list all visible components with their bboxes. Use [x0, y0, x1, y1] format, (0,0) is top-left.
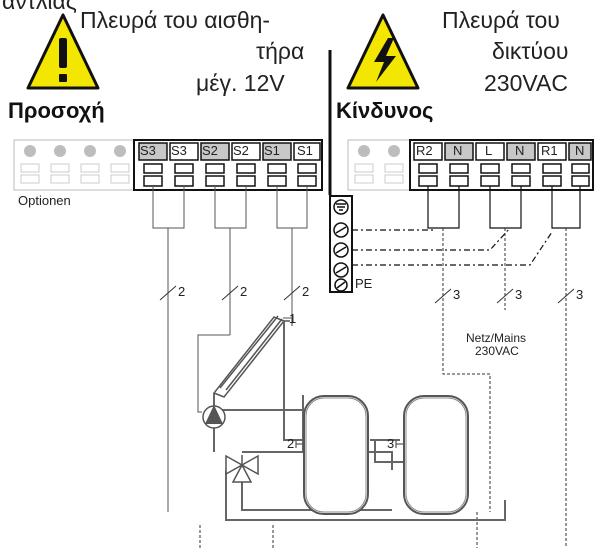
terminal-label-s3-a: S3	[140, 143, 156, 158]
caution-warning-icon	[26, 13, 100, 90]
top-cut-label: αντλίας	[2, 0, 77, 14]
caution-label: Προσοχή	[8, 98, 105, 123]
sensor-marker-lines	[291, 318, 403, 448]
pump-icon	[202, 405, 226, 429]
terminal-label-n-b: N	[515, 143, 525, 158]
wire-count-6: 3	[576, 287, 584, 302]
danger-label: Κίνδυνος	[336, 98, 434, 123]
marker-2: 2	[287, 436, 295, 451]
options-label: Optionen	[18, 193, 71, 208]
solar-collector	[212, 315, 290, 398]
terminal-label-s2-b: S2	[233, 143, 249, 158]
marker-1: 1	[289, 311, 297, 326]
mains-label-line1: Netz/Mains	[466, 331, 527, 345]
wire-count-5: 3	[515, 287, 523, 302]
three-way-valve-icon	[225, 454, 259, 483]
mains-side-line3: 230VAC	[484, 70, 568, 96]
marker-3: 3	[387, 436, 395, 451]
pe-terminal-block	[329, 195, 353, 293]
terminal-label-n-a: N	[453, 143, 463, 158]
optional-terminals	[20, 145, 130, 184]
wire-count-3: 2	[302, 284, 310, 299]
terminal-label-n-c: N	[575, 143, 585, 158]
pe-dash-lines	[352, 227, 553, 266]
storage-tank-1	[303, 395, 369, 515]
sensor-side-line2: τήρα	[256, 38, 305, 64]
sensor-side-line1: Πλευρά του αισθη-	[80, 7, 271, 33]
sensor-wiring	[152, 186, 308, 512]
terminal-label-l: L	[485, 143, 493, 158]
storage-tank-2	[403, 395, 469, 515]
sensor-side-line3: μέγ. 12V	[196, 70, 285, 96]
mains-label-line2: 230VAC	[475, 344, 519, 358]
high-voltage-warning-icon	[346, 13, 420, 90]
mains-dashed-routes	[199, 228, 567, 548]
wire-count-2: 2	[240, 284, 248, 299]
mains-wiring	[427, 186, 581, 229]
terminal-label-s2-a: S2	[202, 143, 218, 158]
mains-terminals	[413, 142, 592, 187]
terminal-label-r1: R1	[541, 143, 558, 158]
terminal-label-s3-b: S3	[171, 143, 187, 158]
wire-count-4: 3	[453, 287, 461, 302]
terminal-label-s1-b: S1	[297, 143, 313, 158]
terminal-label-s1-a: S1	[264, 143, 280, 158]
wire-ticks	[159, 285, 575, 304]
terminal-label-r2: R2	[416, 143, 433, 158]
sensor-terminals	[138, 142, 321, 187]
wire-count-1: 2	[178, 284, 186, 299]
pe-label: PE	[355, 276, 373, 291]
mains-side-line1: Πλευρά του	[442, 7, 560, 33]
mains-side-line2: δικτύου	[492, 38, 569, 64]
